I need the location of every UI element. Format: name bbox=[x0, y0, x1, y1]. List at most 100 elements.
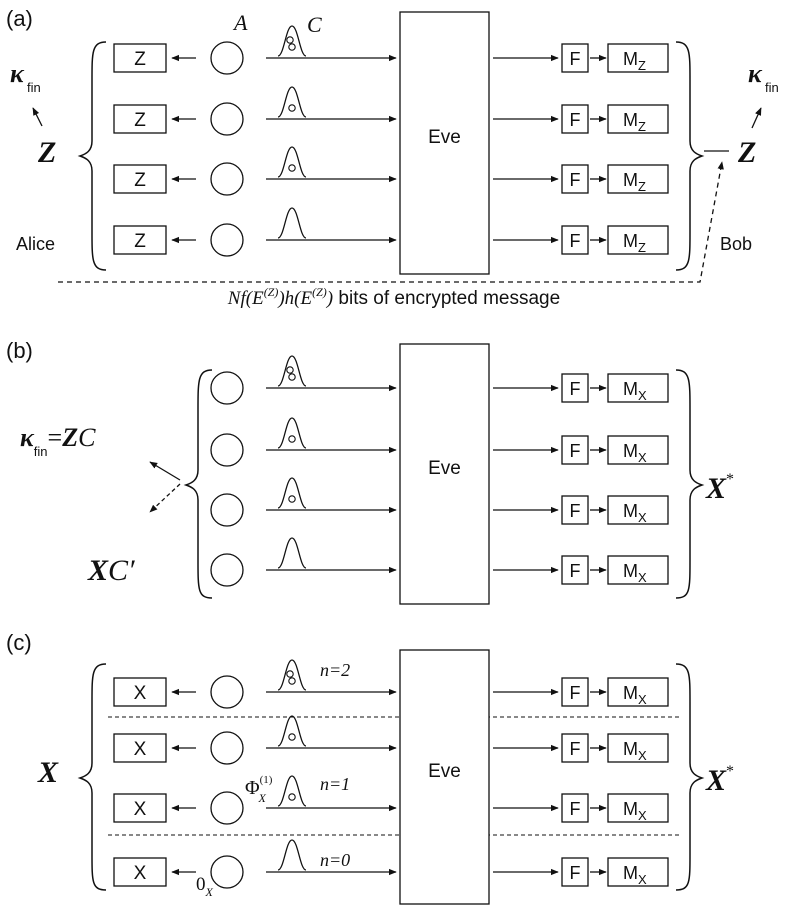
c-row-2-measure-box bbox=[607, 733, 669, 763]
eve-box-a bbox=[399, 11, 490, 275]
b-row-1-measure-box bbox=[607, 373, 669, 403]
a-row-1-pulse bbox=[277, 25, 307, 57]
kappa-subscript-left: fin bbox=[27, 80, 41, 95]
c-row-1-measure-label: MX bbox=[623, 683, 647, 707]
c-row-4-measure-main: M bbox=[623, 863, 638, 883]
b-row-4-measure-label: MX bbox=[623, 561, 647, 585]
caption-suffix: bits of encrypted message bbox=[333, 288, 560, 309]
xc-prime-label: XC′ bbox=[87, 554, 135, 587]
caption-sup-2: (Z) bbox=[312, 285, 327, 299]
a-row-3-measure-sub: Z bbox=[638, 179, 646, 194]
panel-c-label: (c) bbox=[6, 630, 32, 655]
right-key-z: Z bbox=[737, 136, 756, 169]
kappa-equals: = bbox=[48, 423, 63, 452]
a-row-4-measure-sub: Z bbox=[638, 240, 646, 255]
c-row-3-filter-box bbox=[561, 793, 589, 823]
c-row-4-measure-box bbox=[607, 857, 669, 887]
b-row-3-pulse bbox=[277, 477, 307, 509]
a-row-2-basis-box bbox=[113, 104, 167, 134]
c-row-1-filter-label: F bbox=[570, 683, 581, 703]
vacuum-sub: X bbox=[205, 885, 214, 899]
c-row-1-basis-box bbox=[113, 677, 167, 707]
c-row-3-source-circle bbox=[210, 791, 244, 825]
b-row-3-filter-label: F bbox=[570, 501, 581, 521]
vacuum-main: 0 bbox=[196, 874, 206, 895]
phi-label: Φ(1)X bbox=[245, 774, 273, 805]
c-row-2-filter-label: F bbox=[570, 739, 581, 759]
a-row-1-measure-box bbox=[607, 43, 669, 73]
a-row-3-pulse-photon-1 bbox=[288, 164, 296, 172]
a-row-4-pulse bbox=[277, 207, 307, 239]
eve-box-b bbox=[399, 343, 490, 605]
a-row-2-basis-label: Z bbox=[134, 110, 146, 131]
b-row-2-filter-box bbox=[561, 435, 589, 465]
eve-label-b: Eve bbox=[428, 458, 461, 479]
phi-sup: (1) bbox=[260, 774, 273, 786]
a-row-1-filter-label: F bbox=[570, 49, 581, 69]
c-row-3-measure-label: MX bbox=[623, 799, 647, 823]
a-row-3-filter-label: F bbox=[570, 170, 581, 190]
bob-label: Bob bbox=[720, 234, 752, 254]
b-row-2-filter-label: F bbox=[570, 441, 581, 461]
b-row-3-measure-label: MX bbox=[623, 501, 647, 525]
brace-right-c bbox=[675, 663, 705, 891]
c-row-1-measure-main: M bbox=[623, 683, 638, 703]
brace-left-c bbox=[77, 663, 107, 891]
c-row-3-pulse-photon-1 bbox=[288, 793, 296, 801]
a-row-3-basis-box bbox=[113, 164, 167, 194]
a-row-1-measure-sub: Z bbox=[638, 58, 646, 73]
a-row-3-filter-box bbox=[561, 164, 589, 194]
a-row-4-measure-label: MZ bbox=[623, 231, 646, 255]
brace-right-b bbox=[675, 369, 705, 599]
dashed-encrypted-line bbox=[58, 161, 724, 283]
c-row-4-measure-sub: X bbox=[638, 872, 647, 887]
c-row-2-filter-box bbox=[561, 733, 589, 763]
b-row-4-measure-box bbox=[607, 555, 669, 585]
vacuum-label: 0X bbox=[196, 874, 214, 899]
a-row-2-measure-main: M bbox=[623, 110, 638, 130]
c-row-1-basis-label: X bbox=[134, 683, 147, 704]
c-row-2-basis-label: X bbox=[134, 739, 147, 760]
c-row-2-measure-sub: X bbox=[638, 748, 647, 763]
eve-label-a: Eve bbox=[428, 127, 461, 148]
b-row-2-pulse bbox=[277, 417, 307, 449]
kappa-z: Z bbox=[61, 423, 78, 452]
photon-number-0: n=0 bbox=[320, 850, 350, 870]
c-row-2-pulse bbox=[277, 715, 307, 747]
label-c: C bbox=[307, 12, 322, 37]
label-a: A bbox=[232, 10, 248, 35]
caption-sup-1: (Z) bbox=[264, 285, 279, 299]
c-row-4-measure-label: MX bbox=[623, 863, 647, 887]
b-row-4-filter-label: F bbox=[570, 561, 581, 581]
a-row-1-measure-main: M bbox=[623, 49, 638, 69]
c-row-3-basis-box bbox=[113, 793, 167, 823]
b-row-2-measure-label: MX bbox=[623, 441, 647, 465]
caption-mid: )h(E bbox=[277, 288, 312, 309]
c-row-2-measure-label: MX bbox=[623, 739, 647, 763]
c-row-1-pulse-photon-2 bbox=[286, 670, 294, 678]
arrow-to-kappa-b bbox=[149, 461, 181, 481]
c-row-3-measure-box bbox=[607, 793, 669, 823]
c-row-4-filter-label: F bbox=[570, 863, 581, 883]
a-row-1-pulse-photon-2 bbox=[286, 36, 294, 44]
a-row-4-measure-main: M bbox=[623, 231, 638, 251]
alice-label: Alice bbox=[16, 234, 55, 254]
a-row-1-source-circle bbox=[210, 41, 244, 75]
b-row-1-filter-box bbox=[561, 373, 589, 403]
b-row-2-measure-sub: X bbox=[638, 450, 647, 465]
c-row-2-basis-box bbox=[113, 733, 167, 763]
c-row-4-basis-box bbox=[113, 857, 167, 887]
right-key-c-x: X bbox=[705, 764, 727, 797]
c-row-4-source-circle bbox=[210, 855, 244, 889]
a-row-4-filter-box bbox=[561, 225, 589, 255]
arrow-kappa-right bbox=[751, 107, 762, 129]
brace-right-a bbox=[675, 41, 705, 271]
a-row-1-filter-box bbox=[561, 43, 589, 73]
eve-box-c bbox=[399, 649, 490, 905]
a-row-1-pulse-photon-1 bbox=[288, 43, 296, 51]
